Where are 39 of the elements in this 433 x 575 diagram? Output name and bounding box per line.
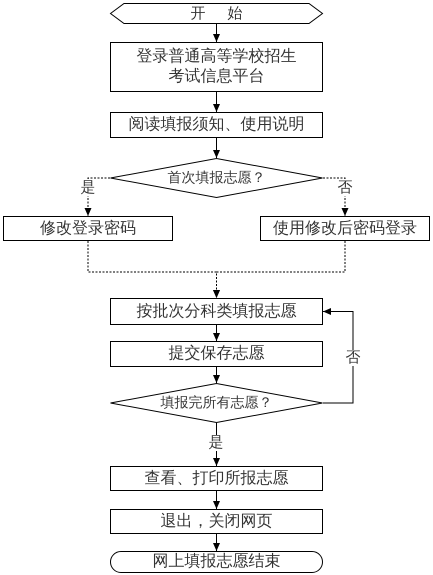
question-label: 填报完所有志愿？ [160,394,272,412]
step-label: 修改登录密码 [40,218,136,238]
step-label: 查看、打印所报志愿 [144,468,288,488]
step-label: 阅读填报须知、使用说明 [128,115,304,135]
process-box [110,466,323,491]
decision-diamond [110,158,323,198]
process-box [3,216,173,241]
arrow [213,490,220,510]
step-label: 按批次分科类填报志愿 [136,302,296,322]
process-box [110,112,323,138]
arrow [213,366,220,384]
arrow [322,308,354,404]
terminal-label: 开 始 [190,4,242,22]
process-box [110,42,323,92]
process-box [110,298,323,325]
arrow [213,24,220,42]
question-label: 首次填报志愿？ [168,170,266,186]
decision-diamond [110,383,323,423]
edge-label: 是 [208,435,224,451]
process-box [110,341,323,367]
start-hexagon [110,3,323,24]
step-label: 使用修改后密码登录 [273,218,417,238]
arrow [84,178,110,216]
terminal-label: 网上填报志愿结束 [152,552,280,572]
edge-label: 是 [80,180,96,196]
edge-label: 否 [344,350,362,366]
process-box [110,509,323,534]
arrow [213,324,220,342]
arrow [213,138,220,158]
step-label: 登录普通高等学校招生考试信息平台 [136,47,298,87]
end-terminal [110,551,323,573]
arrow [213,92,220,112]
step-label: 提交保存志愿 [168,344,264,364]
process-box [260,216,430,241]
arrow [322,178,348,216]
edge-label: 否 [336,180,354,196]
step-label: 退出，关闭网页 [160,512,272,532]
arrow [213,534,220,552]
arrow [213,240,346,298]
